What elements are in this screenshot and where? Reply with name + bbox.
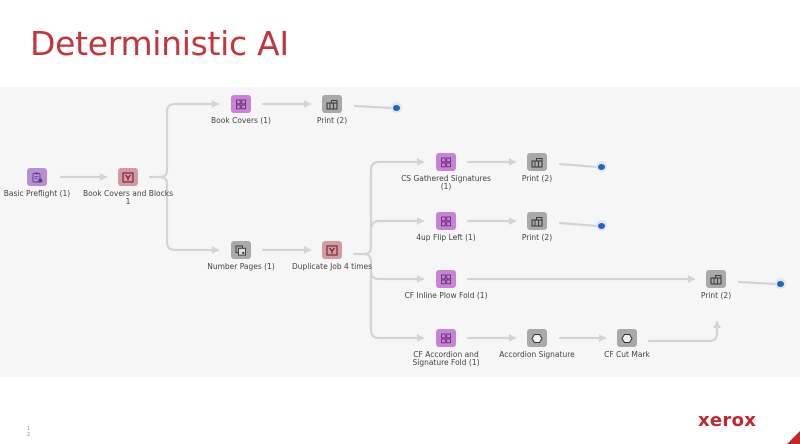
- node-basic-preflight[interactable]: Basic Preflight (1): [0, 168, 82, 198]
- end-point-d[interactable]: [775, 278, 786, 289]
- printer-icon: [527, 212, 547, 230]
- node-label: Book Covers (1): [211, 116, 271, 125]
- node-label: CF Accordion and Signature Fold (1): [412, 350, 480, 367]
- node-label: Print (2): [521, 174, 553, 183]
- node-4up-flip-left[interactable]: 4up Flip Left (1): [401, 212, 491, 242]
- page-number-line: 1: [27, 426, 31, 432]
- node-cf-cut-mark[interactable]: CF Cut Mark: [582, 329, 672, 359]
- node-print-d[interactable]: Print (2): [671, 270, 761, 300]
- node-duplicate-job[interactable]: Duplicate Job 4 times: [287, 241, 377, 271]
- grid-icon: [436, 212, 456, 230]
- workflow-canvas: [0, 87, 800, 377]
- clipboard-check-icon: [27, 168, 47, 186]
- connector-print-to-end-a: [353, 104, 394, 110]
- connector-duplicate-to-accordion: [369, 269, 425, 342]
- node-cf-inline-plow[interactable]: CF Inline Plow Fold (1): [401, 270, 491, 300]
- grid-icon: [231, 95, 251, 113]
- node-label: CF Inline Plow Fold (1): [404, 291, 488, 300]
- pages-icon: [231, 241, 251, 259]
- corner-accent: [787, 431, 800, 444]
- grid-icon: [436, 329, 456, 347]
- page-number: 1 2: [27, 426, 30, 438]
- node-print-c[interactable]: Print (2): [492, 212, 582, 242]
- node-book-covers[interactable]: Book Covers (1): [196, 95, 286, 125]
- grid-icon: [436, 270, 456, 288]
- hexagon-icon: [527, 329, 547, 347]
- connector-print-to-end-b: [558, 162, 599, 169]
- xerox-logo: xerox: [698, 410, 757, 431]
- connector-duplicate-to-4up: [369, 217, 425, 232]
- connector-print-to-end-c: [558, 221, 599, 228]
- grid-icon: [436, 153, 456, 171]
- node-label: Print (2): [700, 291, 732, 300]
- split-icon: [118, 168, 138, 186]
- end-point-b[interactable]: [596, 161, 607, 172]
- node-label: 4up Flip Left (1): [416, 233, 476, 242]
- node-label: Book Covers and Blocks 1: [83, 189, 173, 206]
- node-label: CS Gathered Signatures (1): [401, 174, 491, 191]
- hexagon-icon: [617, 329, 637, 347]
- printer-icon: [322, 95, 342, 113]
- connector-print-to-end-d: [737, 280, 778, 286]
- node-label: CF Cut Mark: [604, 350, 650, 359]
- slide-title: Deterministic AI: [30, 24, 289, 63]
- node-print-b[interactable]: Print (2): [492, 153, 582, 183]
- connector-cutmark-to-print: [647, 320, 721, 343]
- split-icon: [322, 241, 342, 259]
- node-label: Duplicate Job 4 times: [291, 262, 373, 271]
- node-print-a[interactable]: Print (2): [287, 95, 377, 125]
- printer-icon: [706, 270, 726, 288]
- end-point-c[interactable]: [596, 220, 607, 231]
- connector-blocks-to-numberpages: [158, 175, 220, 254]
- node-label: Print (2): [316, 116, 348, 125]
- node-label: Print (2): [521, 233, 553, 242]
- node-label: Basic Preflight (1): [3, 189, 71, 198]
- node-accordion-signature[interactable]: Accordion Signature: [492, 329, 582, 359]
- end-point-a[interactable]: [391, 102, 402, 113]
- node-cf-accordion[interactable]: CF Accordion and Signature Fold (1): [401, 329, 491, 367]
- node-label: Accordion Signature: [499, 350, 575, 359]
- printer-icon: [527, 153, 547, 171]
- node-cs-gathered[interactable]: CS Gathered Signatures (1): [401, 153, 491, 191]
- page-number-line: 2: [27, 432, 31, 438]
- node-number-pages[interactable]: Number Pages (1): [196, 241, 286, 271]
- node-book-covers-and-blocks[interactable]: Book Covers and Blocks 1: [83, 168, 173, 206]
- node-label: Number Pages (1): [207, 262, 275, 271]
